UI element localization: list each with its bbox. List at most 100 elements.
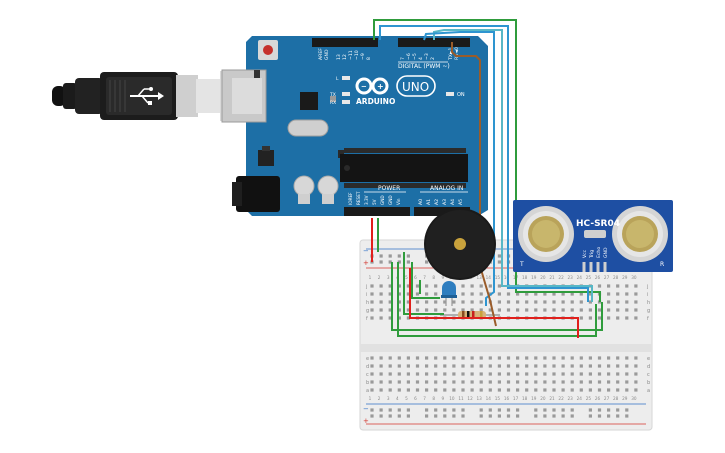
reset-button[interactable] <box>258 40 278 60</box>
column-label: 26 <box>595 275 601 280</box>
column-label: 7 <box>423 396 426 401</box>
column-label: 22 <box>558 396 564 401</box>
column-label: 16 <box>504 396 510 401</box>
power-pin-header <box>344 207 470 216</box>
column-label: 14 <box>486 396 492 401</box>
row-label: a <box>366 388 369 394</box>
column-label: 6 <box>414 396 417 401</box>
rx-led-label: RX <box>330 100 336 106</box>
column-label: 5 <box>405 396 408 401</box>
rail-plus-top: + <box>363 259 369 267</box>
column-label: 14 <box>486 275 492 280</box>
column-label: 21 <box>549 275 555 280</box>
analog-pin-label: A0 <box>418 199 424 205</box>
column-label: 30 <box>631 396 637 401</box>
digital-pin-label: 2 <box>430 57 436 60</box>
analog-pin-label: A4 <box>450 199 456 205</box>
wires <box>371 19 603 338</box>
row-label: g <box>647 308 650 314</box>
column-label: 1 <box>369 396 372 401</box>
column-label: 15 <box>495 275 501 280</box>
usb-symbol-icon <box>130 87 164 105</box>
analog-pin-label: A3 <box>442 199 448 205</box>
transducer-right <box>612 206 668 262</box>
column-label: 24 <box>577 275 583 280</box>
row-label: f <box>366 316 368 322</box>
piezo-buzzer <box>424 208 496 280</box>
svg-text:+: + <box>377 82 384 91</box>
sensor-pin <box>603 262 607 272</box>
sensor-pin-label: GND <box>603 247 609 258</box>
row-label: h <box>366 300 369 306</box>
column-label: 27 <box>604 396 610 401</box>
column-label: 18 <box>522 396 528 401</box>
column-label: 29 <box>622 275 628 280</box>
arduino-brand: ARDUINO <box>356 97 395 106</box>
column-label: 21 <box>549 396 555 401</box>
row-label: j <box>646 284 648 290</box>
column-label: 2 <box>378 396 381 401</box>
on-led-label: ON <box>457 92 465 98</box>
analog-pin-label: A2 <box>434 199 440 205</box>
digital-pin-label: 7 <box>400 57 406 60</box>
column-label: 30 <box>631 275 637 280</box>
rail-minus-top: − <box>363 247 369 255</box>
row-label: g <box>366 308 369 314</box>
column-label: 13 <box>477 275 483 280</box>
column-label: 25 <box>586 396 592 401</box>
sensor-corner-t: T <box>519 261 524 268</box>
column-label: 22 <box>558 275 564 280</box>
sensor-pin <box>596 262 600 272</box>
row-label: b <box>366 380 369 386</box>
row-label: j <box>365 284 367 290</box>
row-label: h <box>647 300 650 306</box>
row-label: e <box>647 356 650 362</box>
tx-led-label: TX <box>329 92 336 98</box>
row-label: i <box>647 292 648 298</box>
row-label: a <box>647 388 650 394</box>
column-label: 23 <box>568 396 574 401</box>
column-label: 24 <box>577 396 583 401</box>
column-label: 6 <box>414 275 417 280</box>
column-label: 4 <box>396 396 399 401</box>
usb-cable <box>52 71 250 121</box>
status-leds: L TX RX ON <box>329 76 465 106</box>
sensor-pin <box>589 262 593 272</box>
column-label: 13 <box>477 396 483 401</box>
arduino-model: UNO <box>402 80 429 94</box>
column-label: 1 <box>369 275 372 280</box>
power-pin-label: GND <box>380 195 385 205</box>
row-label: d <box>647 364 650 370</box>
sensor-pin-label: Trig <box>589 250 595 259</box>
column-label: 11 <box>458 396 464 401</box>
column-label: 9 <box>441 396 444 401</box>
power-label: POWER <box>378 185 400 192</box>
analog-pin-label: A5 <box>458 199 464 205</box>
row-label: d <box>366 364 369 370</box>
column-label: 2 <box>378 275 381 280</box>
row-label: i <box>366 292 367 298</box>
digital-label: DIGITAL (PWM ~) <box>398 63 450 70</box>
power-pin-label: GND <box>388 195 393 205</box>
digital-pin-header <box>312 38 470 47</box>
pin-label-tx: TX►1 <box>448 48 454 61</box>
column-label: 29 <box>622 396 628 401</box>
column-label: 18 <box>522 275 528 280</box>
column-label: 9 <box>441 275 444 280</box>
column-label: 3 <box>387 396 390 401</box>
power-pin-label: 3.3V <box>364 195 369 205</box>
pin-label-rx: RX◄0 <box>454 47 460 60</box>
digital-pin-label: ~9 <box>360 53 366 60</box>
pin-label-gnd-top: GND <box>324 49 330 60</box>
arduino-logo: − + ARDUINO UNO <box>355 75 436 106</box>
svg-text:−: − <box>361 83 367 91</box>
column-label: 17 <box>513 396 519 401</box>
digital-pin-label: 12 <box>342 54 348 60</box>
column-label: 23 <box>568 275 574 280</box>
